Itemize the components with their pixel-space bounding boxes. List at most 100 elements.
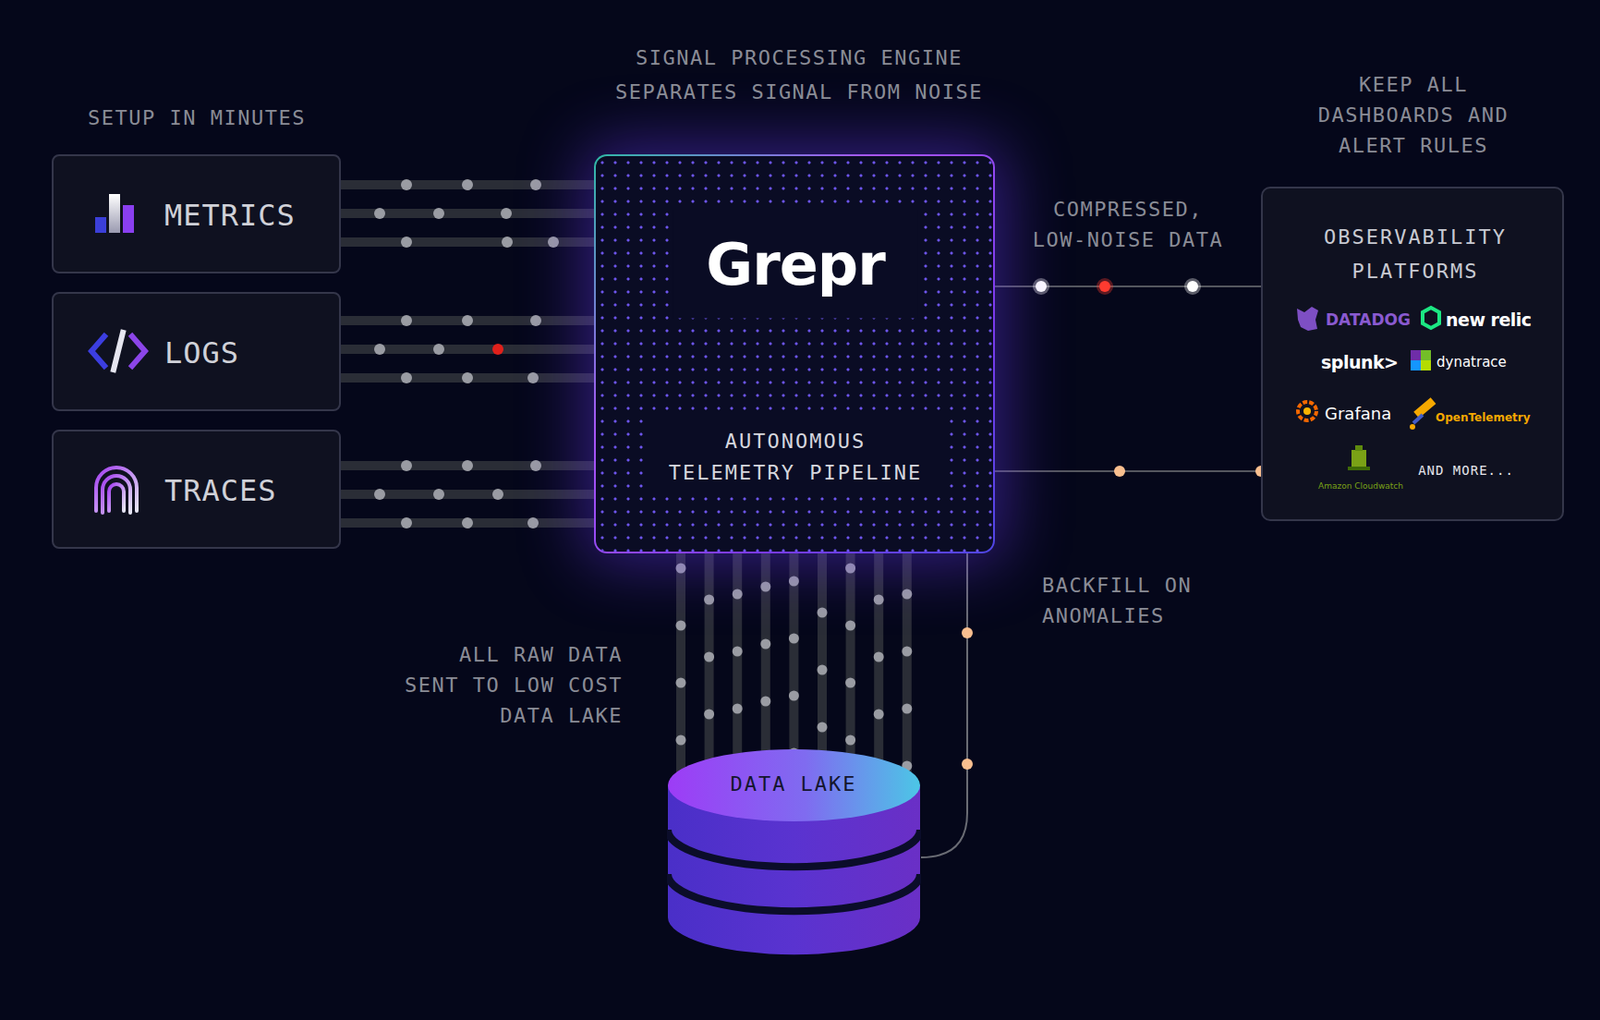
connector-line: [676, 553, 686, 786]
data-dot: [400, 315, 413, 327]
source-box: METRICS: [51, 154, 341, 274]
vendor-logo: new relic: [1445, 309, 1532, 330]
source-label: TRACES: [164, 472, 278, 509]
grafana-icon: [1297, 401, 1317, 421]
logs-icon: [91, 332, 146, 370]
vendor-logo: OpenTelemetry: [1435, 411, 1531, 425]
data-dot: [732, 646, 743, 657]
data-dot: [492, 488, 504, 500]
data-dot: [961, 627, 973, 639]
pipeline-box: GreprAUTONOMOUS TELEMETRY PIPELINE: [593, 154, 995, 554]
data-dot: [461, 315, 473, 327]
data-dot: [817, 665, 828, 676]
data-dot: [501, 236, 513, 248]
data-dot: [1032, 278, 1050, 295]
data-dot: [400, 517, 413, 529]
data-dot: [732, 703, 743, 715]
data-dot: [547, 236, 559, 248]
annotation-label: SIGNAL PROCESSING ENGINE SEPARATES SIGNA…: [605, 40, 994, 110]
source-label: METRICS: [164, 197, 296, 233]
vendor-logo: splunk>: [1321, 351, 1399, 373]
data-dot: [703, 594, 715, 606]
connector-line: [846, 553, 856, 786]
data-dot: [845, 735, 856, 746]
metrics-icon: [95, 193, 134, 233]
pipeline-label: AUTONOMOUS TELEMETRY PIPELINE: [643, 418, 947, 497]
data-dot: [676, 620, 687, 631]
data-dot: [461, 179, 473, 191]
data-dot: [845, 620, 856, 631]
connector-line: [994, 470, 1261, 473]
connector-line: [340, 489, 594, 499]
data-dot: [703, 652, 715, 663]
data-dot: [703, 709, 715, 720]
data-dot: [845, 678, 856, 689]
lake-label: DATA LAKE: [729, 772, 857, 796]
data-dot: [676, 678, 687, 689]
newrelic-icon: [1422, 307, 1440, 328]
data-dot: [500, 207, 512, 219]
annotation-label: SETUP IN MINUTES: [87, 102, 306, 134]
data-dot: [374, 343, 386, 355]
datadog-icon: [1296, 306, 1319, 331]
platforms-heading: OBSERVABILITY PLATFORMS: [1313, 219, 1517, 289]
edge-label: BACKFILL ON ANOMALIES: [1042, 569, 1200, 631]
data-dot: [760, 639, 771, 650]
data-dot: [901, 646, 912, 657]
connector-line: [704, 553, 715, 786]
source-box: LOGS: [51, 291, 341, 412]
data-dot: [1187, 280, 1199, 292]
connector: [340, 315, 594, 384]
data-lake: DATA LAKE: [666, 748, 922, 957]
data-dot: [461, 372, 473, 384]
data-dot: [760, 696, 771, 707]
data-dot: [873, 652, 885, 663]
data-dot: [433, 343, 445, 355]
data-dot: [676, 563, 687, 574]
more-label: AND MORE...: [1418, 462, 1515, 478]
data-dot: [760, 581, 771, 593]
annotation-label: KEEP ALL DASHBOARDS AND ALERT RULES: [1314, 69, 1514, 161]
data-dot: [374, 488, 386, 500]
data-dot: [492, 343, 504, 355]
data-dot: [1035, 280, 1047, 292]
connector-line: [340, 344, 594, 354]
vendor-logo: Grafana: [1324, 403, 1392, 424]
connector-line: [340, 237, 594, 247]
traces-icon: [96, 467, 137, 513]
connector-line: [340, 373, 594, 383]
data-dot: [461, 460, 473, 472]
data-dot: [845, 563, 856, 574]
data-dot: [732, 589, 743, 600]
vendor-logo: dynatrace: [1436, 353, 1507, 371]
data-dot: [873, 594, 885, 606]
data-dot: [530, 460, 542, 472]
data-dot: [788, 633, 800, 644]
connector: [994, 465, 1267, 477]
connector-line: [340, 460, 594, 471]
connector-line: [873, 553, 884, 786]
data-dot: [530, 179, 542, 191]
cloudwatch-icon: [1347, 445, 1370, 471]
edge-label: ALL RAW DATA SENT TO LOW COST DATA LAKE: [397, 639, 623, 731]
data-dot: [1114, 465, 1126, 477]
connector-line: [902, 553, 912, 786]
data-dot: [527, 372, 539, 384]
connector-line: [340, 180, 594, 190]
connector-line: [921, 553, 968, 858]
data-dot: [901, 589, 912, 600]
connector-line: [732, 553, 742, 786]
connector: [340, 460, 594, 529]
data-dot: [873, 709, 885, 720]
vendor-logo: Amazon Cloudwatch: [1318, 481, 1404, 491]
data-dot: [1099, 280, 1111, 292]
connector-line: [340, 315, 594, 326]
data-dot: [817, 722, 828, 733]
data-dot: [400, 236, 413, 248]
connector-line: [340, 208, 594, 219]
data-dot: [433, 488, 445, 500]
source-box: TRACES: [51, 429, 341, 549]
data-dot: [676, 735, 687, 746]
connector: [921, 553, 973, 858]
